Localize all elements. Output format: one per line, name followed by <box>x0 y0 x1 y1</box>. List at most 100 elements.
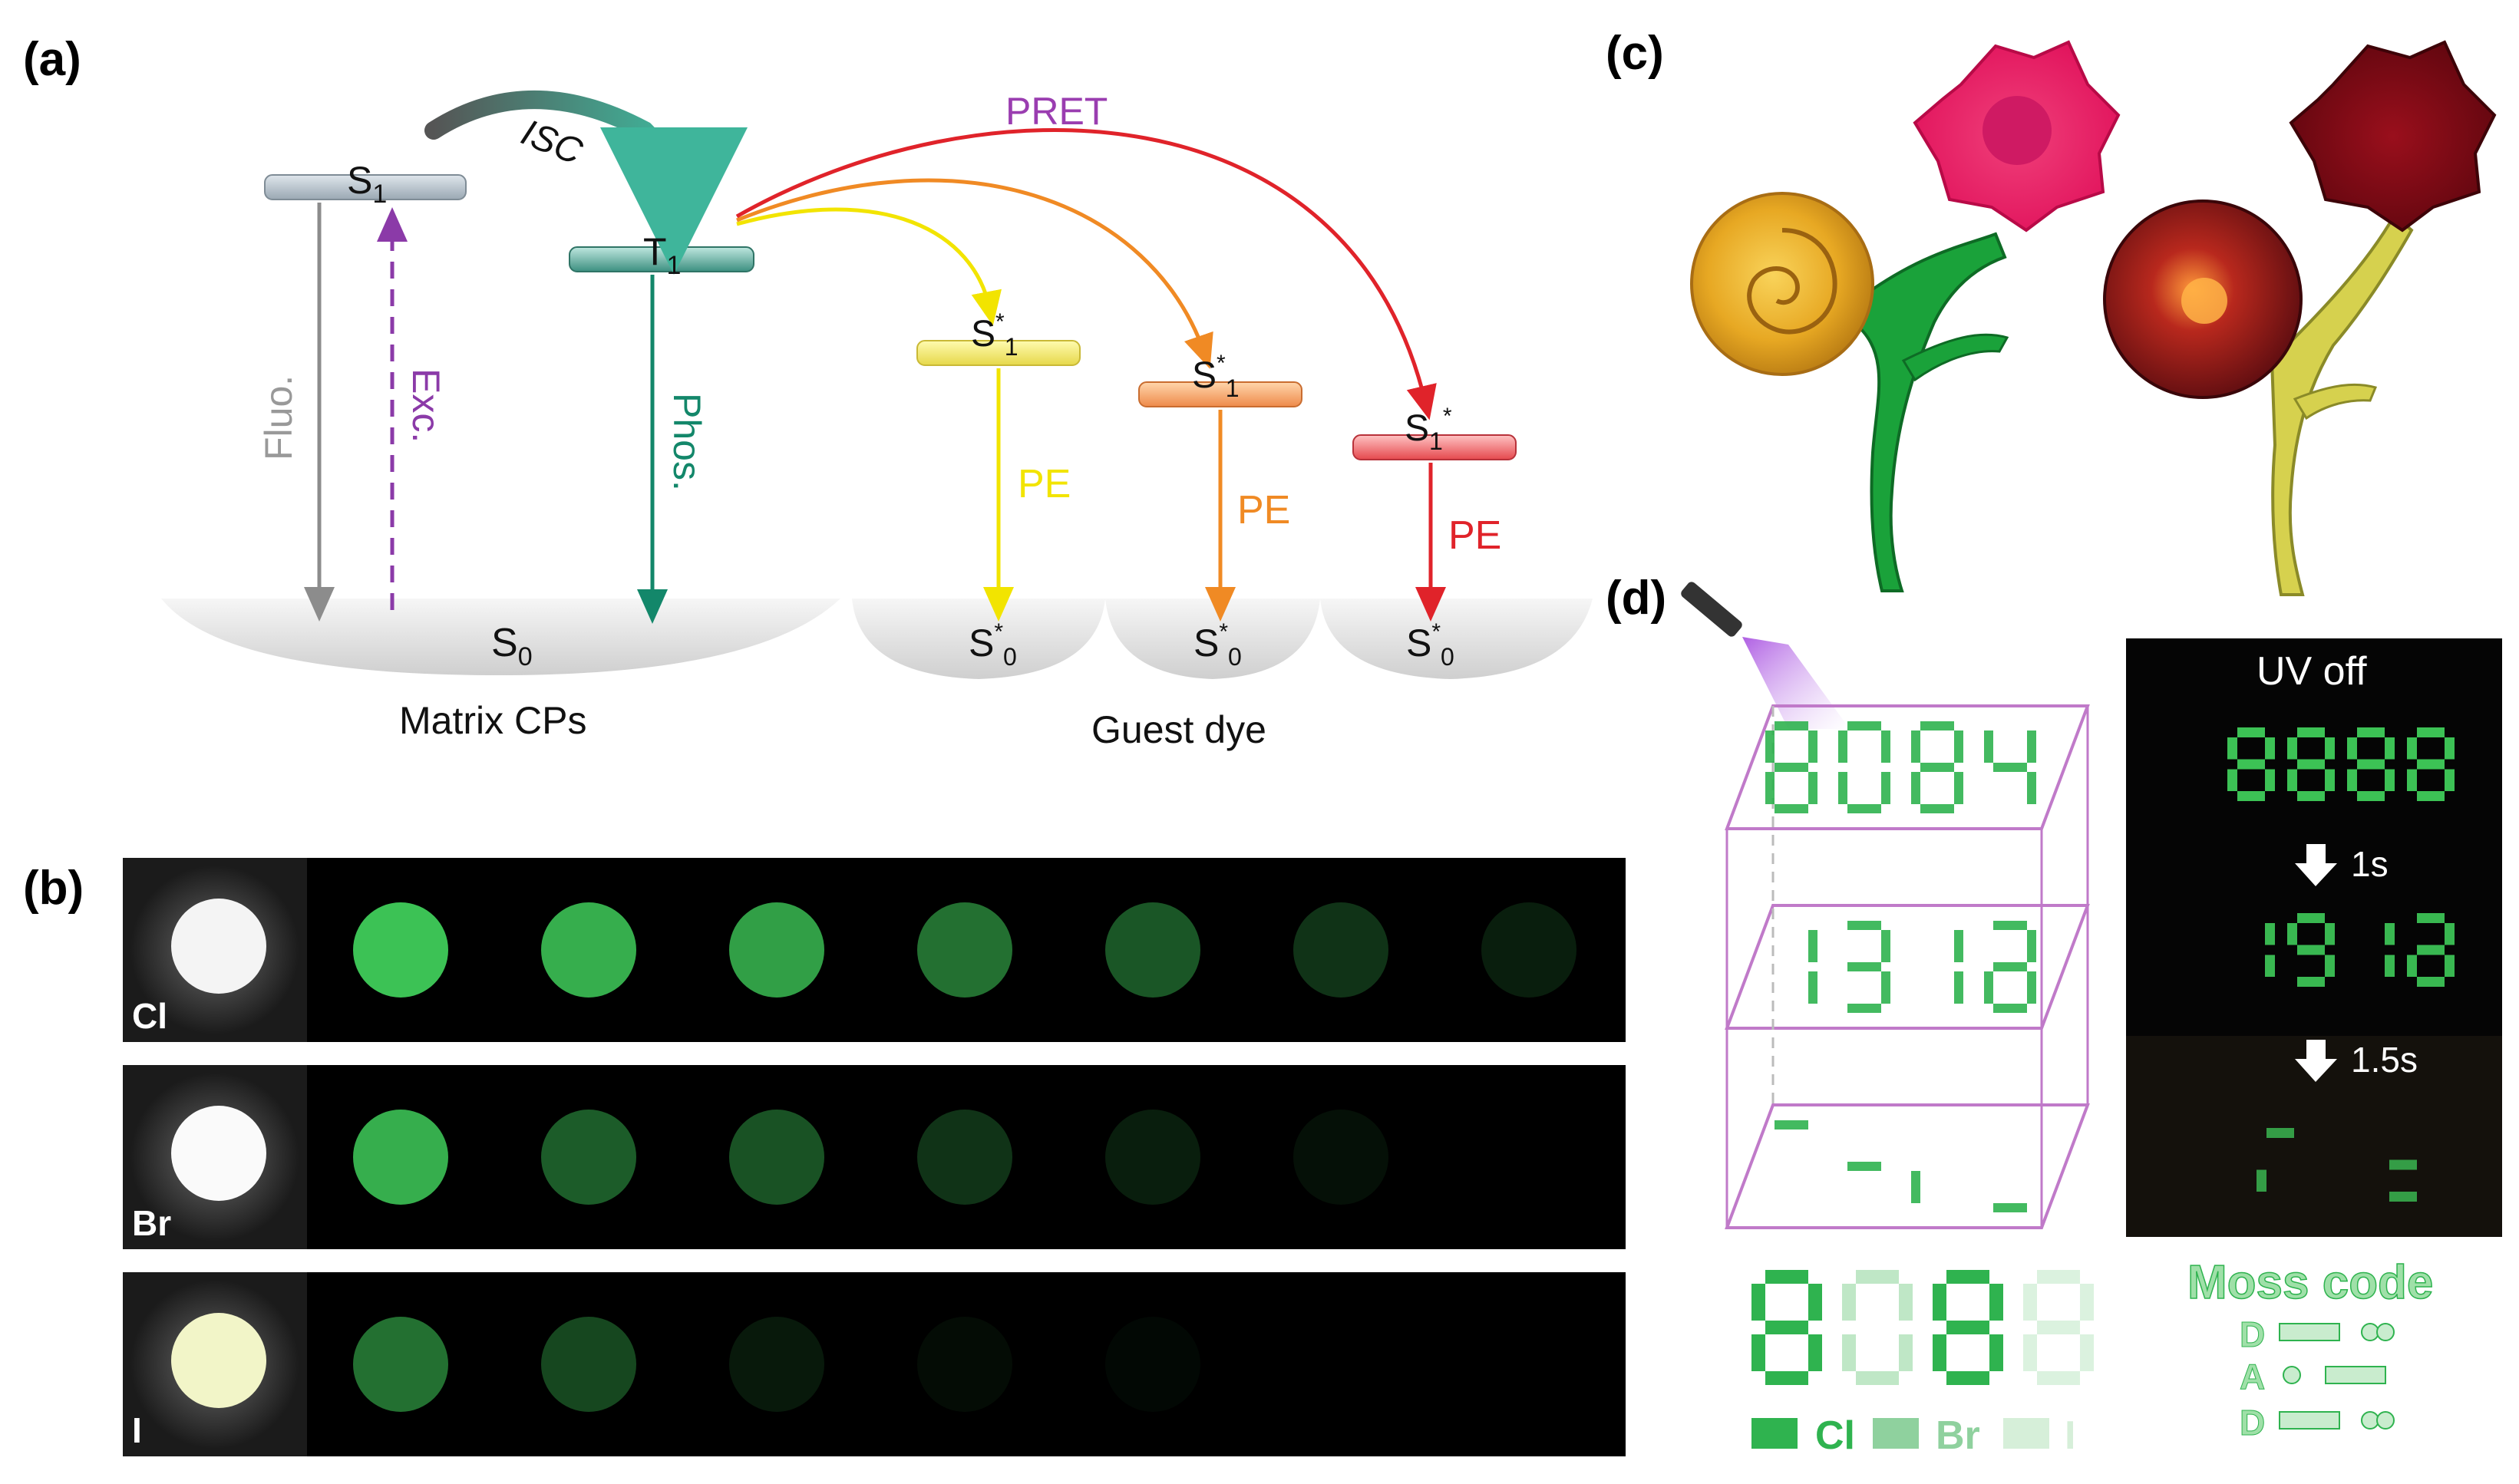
uv-led-segment <box>2417 759 2445 770</box>
layer-segment <box>1775 763 1808 772</box>
uv-led-segment <box>2445 769 2455 791</box>
rose-stem-yellow-branch <box>2293 383 2378 420</box>
legend-digit-segment <box>2023 1334 2037 1371</box>
uv-torch-beam <box>1742 637 1850 729</box>
moss-dot-3b <box>2376 1411 2395 1430</box>
layer-segment <box>2027 730 2036 763</box>
t1-label: T1 <box>643 230 681 280</box>
uv-led-segment <box>2265 955 2275 977</box>
uv-led-segment <box>2357 791 2385 801</box>
legend-digit-segment <box>2080 1284 2094 1321</box>
guest-s1-orange-level <box>1138 381 1302 407</box>
afterglow-disc <box>729 902 824 998</box>
row-label: Br <box>132 1203 171 1243</box>
rose-red-core <box>2181 278 2227 324</box>
uv-led-segment <box>2297 913 2325 923</box>
uv-led-segment <box>2347 737 2357 760</box>
uv-led-segment <box>2325 737 2335 760</box>
moss-letter-1: D <box>2240 1314 2265 1354</box>
rose-dark-red <box>2289 40 2497 232</box>
legend-digit-segment <box>1842 1334 1856 1371</box>
layer-segment <box>1954 930 1963 962</box>
moss-dash-2 <box>2325 1366 2386 1384</box>
uv-led-segment <box>2385 737 2395 760</box>
layer-segment <box>1847 921 1881 930</box>
uv-led-segment <box>2389 1159 2417 1170</box>
uv-led-segment <box>2297 791 2325 801</box>
s0-label-matrix: S0 <box>491 621 533 671</box>
legend-digit-segment <box>1899 1334 1913 1371</box>
uv-led-segment <box>2357 759 2385 770</box>
uv-led-segment <box>2237 759 2265 770</box>
rose-stem-green-branch <box>1901 333 2009 382</box>
legend-digit-segment <box>1751 1334 1765 1371</box>
uv-led-segment <box>2297 727 2325 737</box>
legend-digit-segment <box>1989 1284 2003 1321</box>
uv-torch-body <box>1681 582 1742 637</box>
layer-segment <box>1808 730 1817 763</box>
legend-swatch-cl <box>1751 1418 1798 1449</box>
legend-label-br: Br <box>1936 1413 1980 1458</box>
uv-led-segment <box>2445 737 2455 760</box>
pe-label-red: PE <box>1448 513 1501 558</box>
legend-digit-segment <box>1899 1284 1913 1321</box>
rose-yellow-petals <box>1747 228 1837 335</box>
legend-digits <box>1751 1270 2094 1385</box>
moss-code-title: Moss code <box>2187 1256 2433 1309</box>
legend-digit-segment <box>1946 1321 1989 1334</box>
afterglow-disc <box>1481 902 1576 998</box>
layer-segment <box>1954 772 1963 804</box>
uv-led-segment <box>2265 769 2275 791</box>
layer-segment <box>1911 772 1920 804</box>
panel-label-a: (a) <box>23 33 81 86</box>
moss-dot-2 <box>2283 1366 2301 1384</box>
moss-dot-1a <box>2361 1323 2379 1341</box>
uv-led-segment <box>2385 955 2395 977</box>
layer-segment <box>1993 763 2027 772</box>
row-strip <box>123 1272 1626 1456</box>
uv-time-2: 1.5s <box>2351 1040 2418 1080</box>
reference-disc <box>171 1106 266 1201</box>
guest-s1-red-level <box>1352 434 1517 460</box>
uv-led-segment <box>2407 769 2417 791</box>
row-label: Cl <box>132 996 167 1036</box>
legend-digit-segment <box>2037 1321 2080 1334</box>
uv-led-segment <box>2266 1128 2294 1138</box>
afterglow-disc <box>1105 1317 1200 1412</box>
s0-label-guest-1: S*0 <box>969 619 1017 671</box>
layer-segment <box>1765 772 1775 804</box>
layer-segment <box>1993 1203 2027 1212</box>
rose-daylight <box>1690 40 2121 592</box>
layer-segments <box>1765 721 2036 1212</box>
layered-display <box>1725 704 2090 1229</box>
guest-dye-label: Guest dye <box>1091 708 1266 751</box>
moss-letter-2: A <box>2240 1357 2265 1397</box>
afterglow-disc <box>1293 902 1388 998</box>
guest-s1-label-red: S1* <box>1405 404 1452 455</box>
layer-segment <box>2027 971 2036 1004</box>
uv-led-segment <box>2445 955 2455 977</box>
uv-led-segment <box>2287 769 2297 791</box>
uv-led-segment <box>2325 769 2335 791</box>
afterglow-disc <box>729 1317 824 1412</box>
moss-code: Moss code D A D <box>2187 1255 2434 1443</box>
afterglow-disc <box>729 1110 824 1205</box>
uv-led-segment <box>2417 727 2445 737</box>
down-arrow-2 <box>2295 1040 2337 1082</box>
layer-segment <box>1775 721 1808 730</box>
afterglow-disc <box>917 902 1012 998</box>
uv-digits <box>2227 727 2455 1202</box>
layer-middle <box>1725 904 2090 1030</box>
layer-segment <box>1808 772 1817 804</box>
uv-led-segment <box>2417 791 2445 801</box>
uv-led-segment <box>2237 727 2265 737</box>
legend-digit-segment <box>1751 1284 1765 1321</box>
legend-label-cl: Cl <box>1815 1413 1855 1458</box>
panel-label-c: (c) <box>1606 27 1664 80</box>
legend-digit-segment <box>1856 1270 1899 1284</box>
uv-led-segment <box>2347 769 2357 791</box>
pe-label-orange: PE <box>1237 488 1290 533</box>
legend-digit-segment <box>2080 1334 2094 1371</box>
